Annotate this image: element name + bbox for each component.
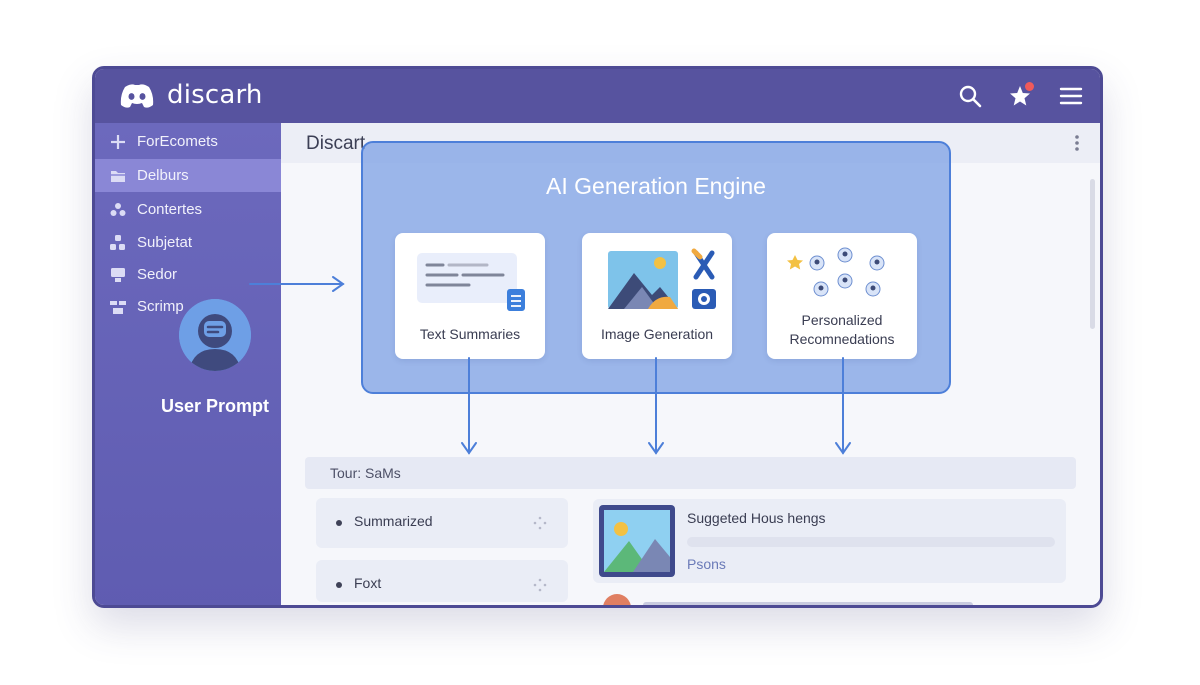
avatar [603, 594, 631, 605]
suggestion-subtitle: Psons [687, 556, 726, 572]
sidebar-item-scrimp[interactable]: Scrimp [95, 290, 281, 323]
plus-icon [111, 134, 125, 149]
engine-title: AI Generation Engine [546, 173, 766, 199]
card-label: Image Generation [600, 326, 714, 342]
sidebar-item-label: Subjetat [137, 234, 193, 251]
layers-icon [110, 300, 126, 314]
document-icon [417, 253, 525, 311]
card-image-generation[interactable]: Image Generation [582, 233, 732, 359]
grid-icon [110, 234, 125, 250]
sidebar-item-label: Scrimp [137, 298, 184, 315]
search-icon[interactable] [957, 83, 983, 109]
card-personalized-recommendations[interactable]: Personalized Recomnedations [767, 233, 917, 359]
list-item-label: Foxt [354, 575, 382, 591]
sidebar-item-subjetat[interactable]: Subjetat [95, 226, 281, 259]
panel-icon [111, 267, 125, 282]
suggestion-progress-bar [687, 537, 1055, 547]
image-icon [608, 248, 716, 309]
sidebar-item-forecomets[interactable]: ForEcomets [95, 125, 281, 158]
user-prompt-label: User Prompt [161, 396, 270, 416]
tour-label: Tour: SaMs [330, 465, 401, 481]
sidebar-item-sedor[interactable]: Sedor [95, 258, 281, 291]
drag-handle-icon[interactable] [532, 577, 548, 593]
scrollbar[interactable] [1090, 179, 1095, 329]
notification-badge [1025, 82, 1034, 91]
app-title: discarh [167, 80, 263, 110]
text-placeholder [643, 602, 973, 605]
people-network-icon [787, 247, 885, 297]
card-label-line1: Personalized [801, 312, 883, 328]
card-text-summaries[interactable]: Text Summaries [395, 233, 545, 359]
controller-logo-icon [120, 84, 154, 108]
menu-icon[interactable] [1058, 83, 1084, 109]
ai-engine-panel: AI Generation Engine Text Summaries [361, 141, 951, 394]
title-bar: discarh [95, 69, 1100, 123]
bullet-icon [336, 582, 342, 588]
sidebar-item-label: Delburs [137, 167, 189, 184]
card-label-line2: Recomnedations [789, 331, 895, 347]
image-thumbnail-icon [599, 505, 675, 577]
folder-icon [111, 170, 125, 182]
people-icon [110, 202, 126, 216]
list-item[interactable]: Foxt [316, 560, 568, 602]
sidebar-item-contertes[interactable]: Contertes [95, 193, 281, 226]
user-chat-icon [179, 299, 251, 371]
tour-bar: Tour: SaMs [305, 457, 1076, 489]
suggestion-title: Suggeted Hous hengs [687, 510, 826, 526]
list-item[interactable]: Summarized [316, 498, 568, 548]
card-label: Text Summaries [419, 326, 521, 342]
list-item-partial [593, 592, 1066, 605]
more-options-icon[interactable] [1074, 134, 1080, 152]
page-title: Discart [306, 133, 366, 154]
user-avatar[interactable] [179, 299, 251, 371]
star-icon[interactable] [1007, 83, 1033, 109]
sidebar-item-label: ForEcomets [137, 133, 218, 150]
bullet-icon [336, 520, 342, 526]
suggestion-card[interactable]: Suggeted Hous hengs Psons [593, 499, 1066, 583]
sidebar-item-label: Contertes [137, 201, 203, 218]
sidebar-item-delburs[interactable]: Delburs [95, 159, 281, 192]
list-item-label: Summarized [354, 513, 433, 529]
drag-handle-icon[interactable] [532, 515, 548, 531]
sidebar-item-label: Sedor [137, 266, 178, 283]
sidebar: ForEcomets Delburs Contertes Subjetat [95, 123, 281, 605]
